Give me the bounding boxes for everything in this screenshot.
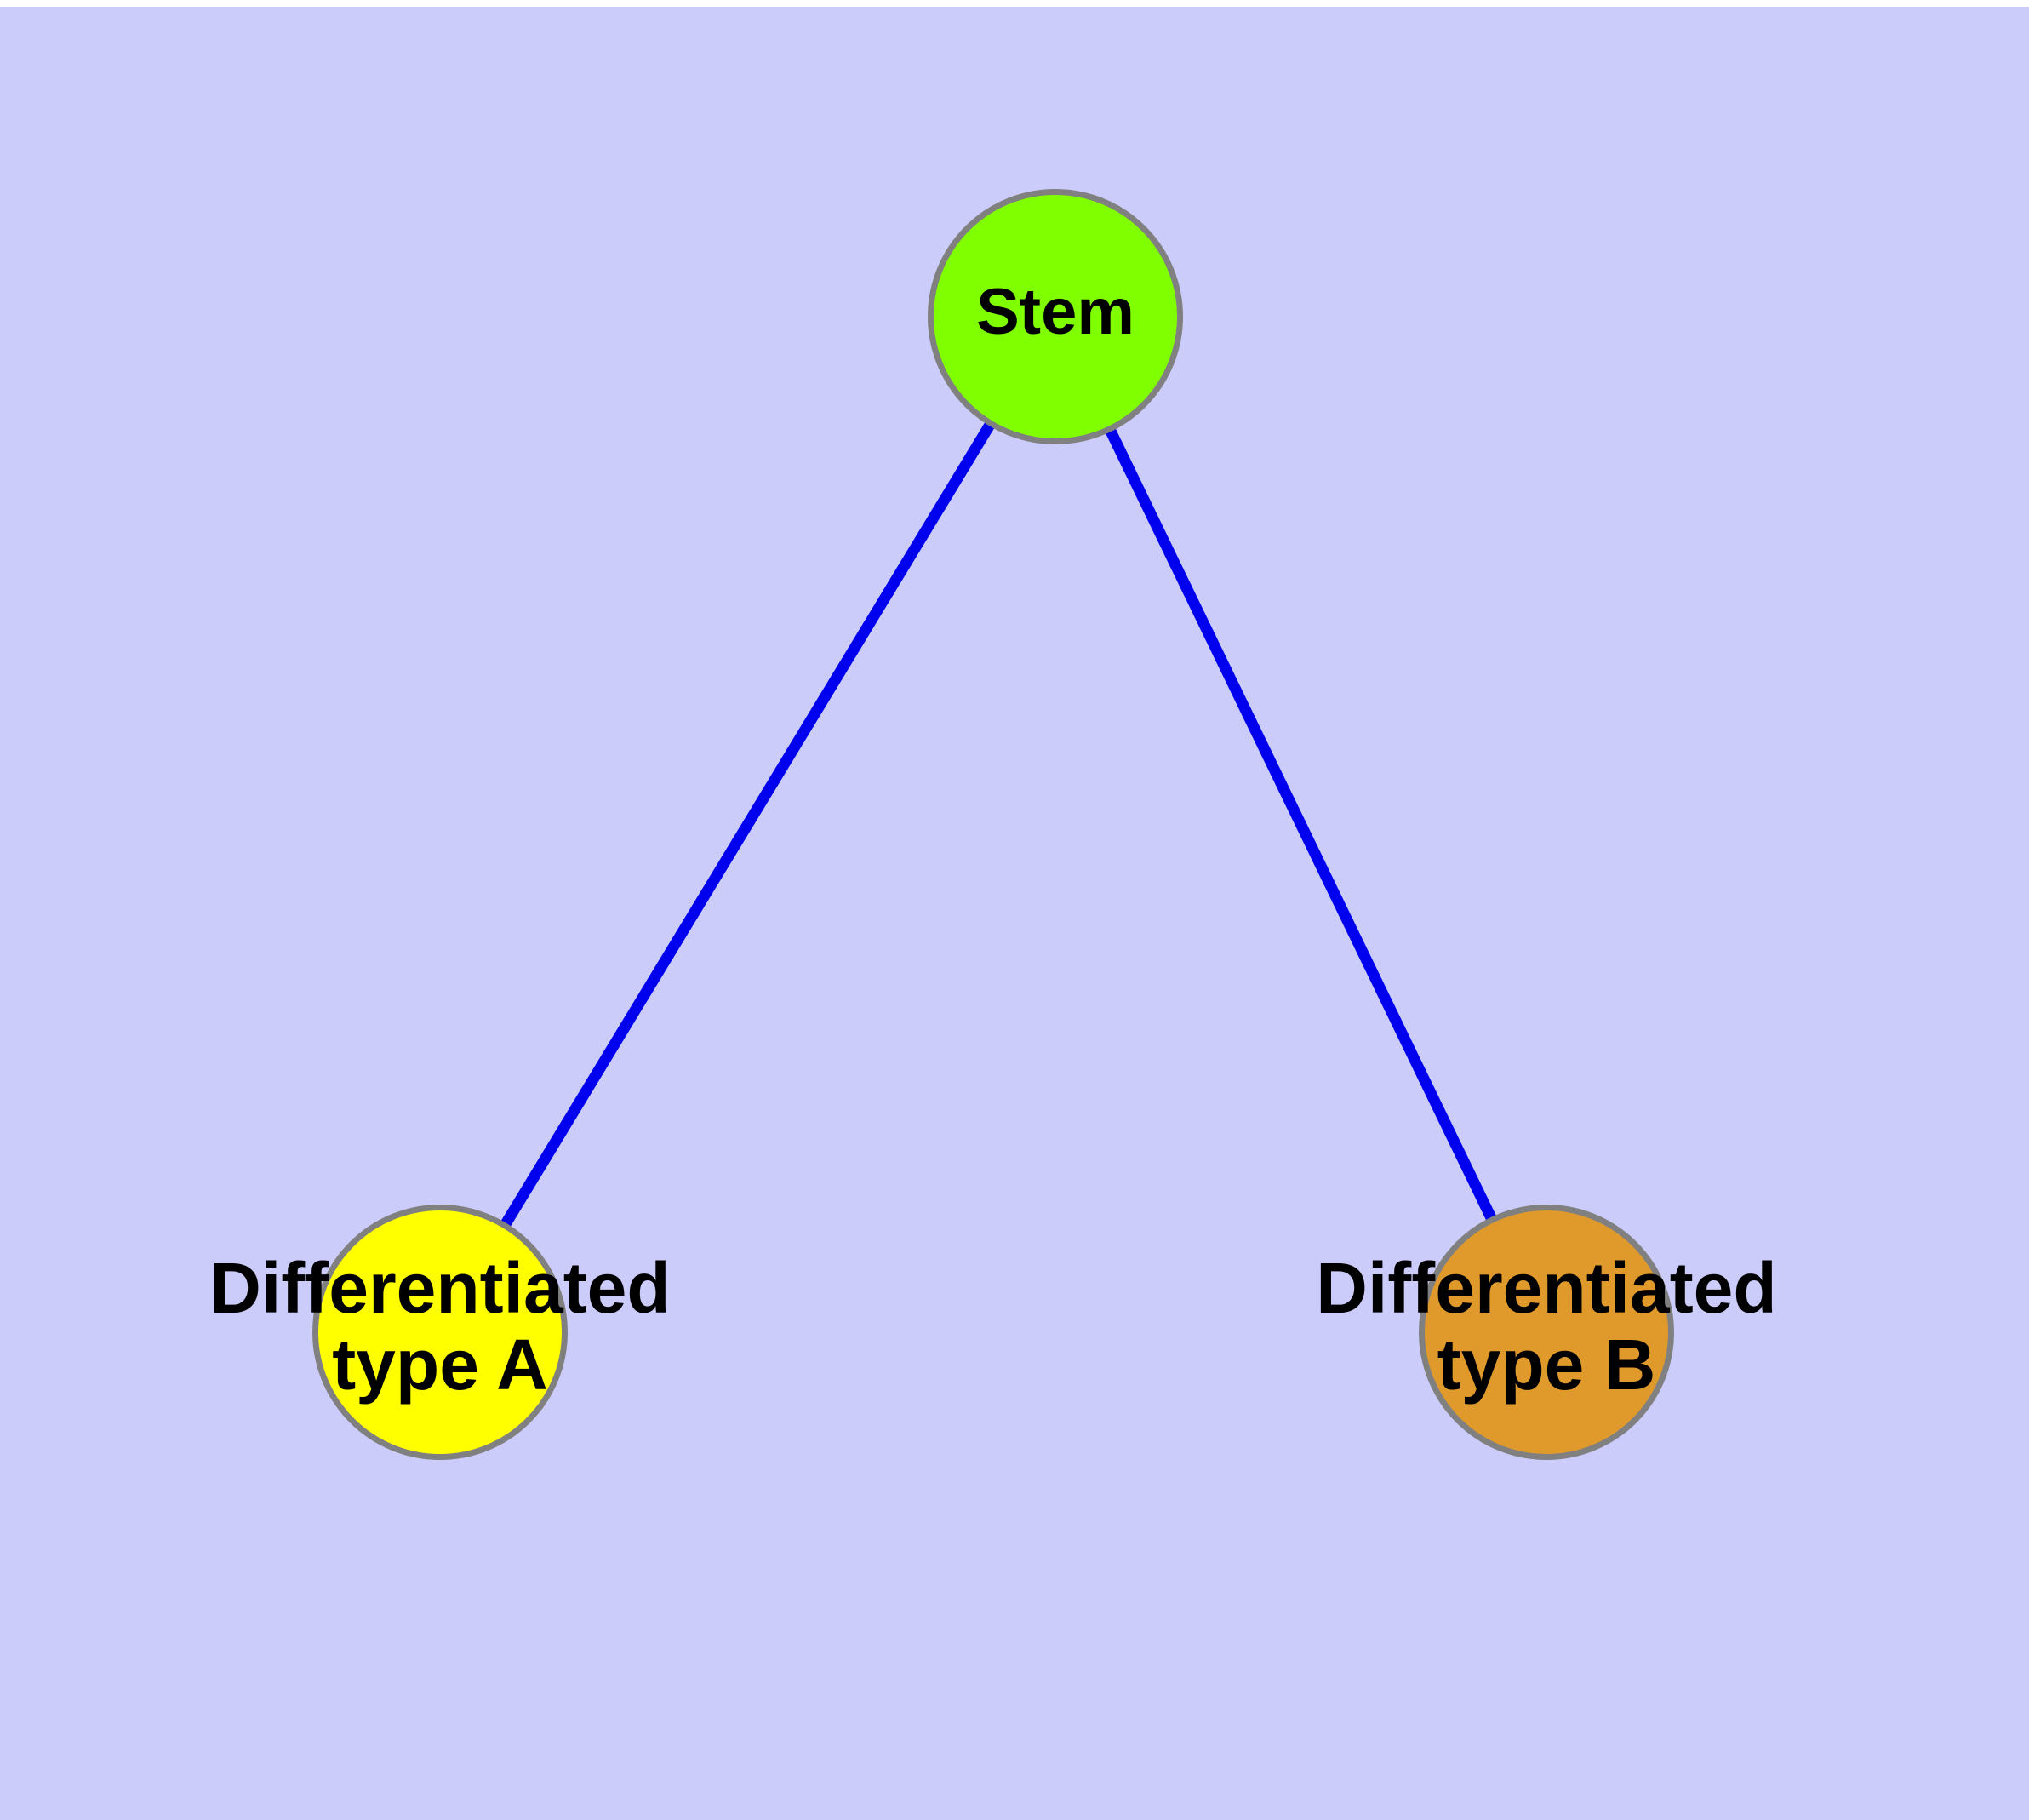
graph-edge-stem-diff_b [1105, 427, 1497, 1222]
edge-layer [500, 421, 1497, 1228]
label-line: Stem [976, 276, 1135, 348]
label-line: type A [332, 1325, 548, 1405]
graph-node-label-stem: Stem [976, 276, 1135, 348]
graph-node-diff_b[interactable] [1419, 1205, 1674, 1460]
label-line: type B [1437, 1325, 1656, 1405]
graph-node-stem[interactable] [928, 189, 1183, 444]
node-layer [312, 189, 1674, 1460]
label-line: Differentiated [209, 1248, 670, 1328]
graph-edge-stem-diff_a [500, 421, 995, 1228]
label-line: Differentiated [1316, 1248, 1776, 1328]
graph-node-diff_a[interactable] [312, 1205, 568, 1460]
